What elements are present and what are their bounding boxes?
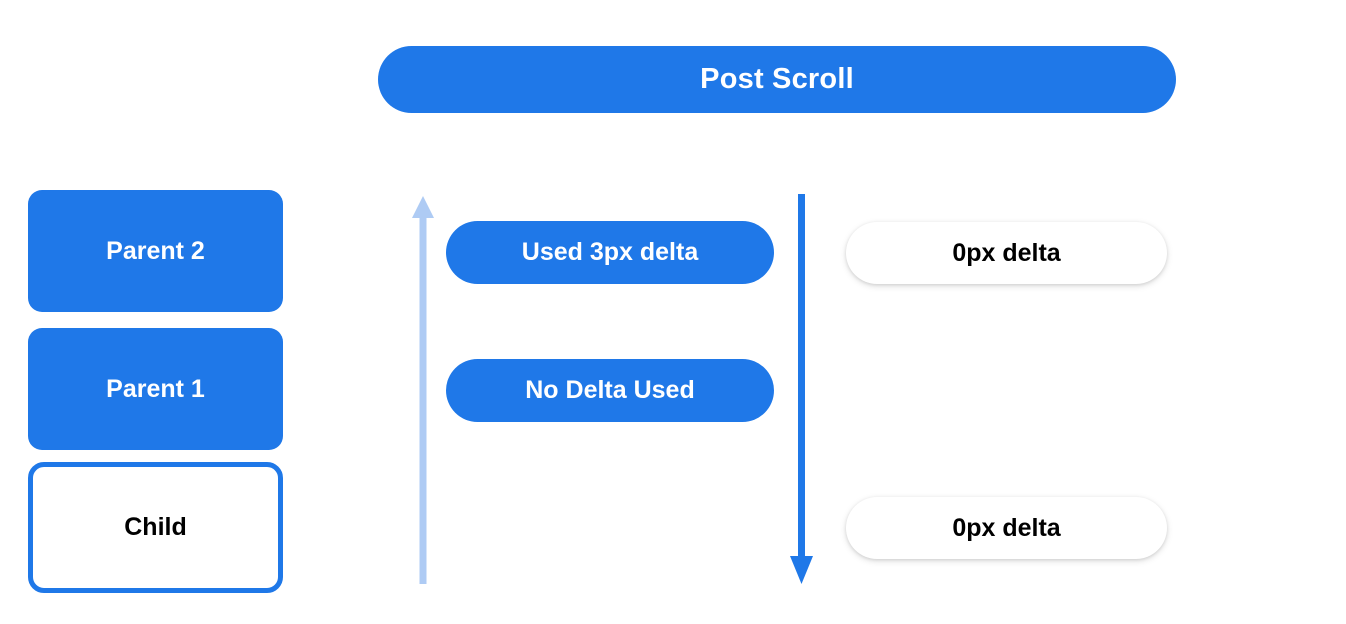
pill-no-delta-used-label: No Delta Used xyxy=(525,376,695,404)
pill-0px-delta-bottom-label: 0px delta xyxy=(952,513,1061,542)
banner-title: Post Scroll xyxy=(700,63,854,95)
box-parent-2: Parent 2 xyxy=(28,190,283,312)
box-parent-1: Parent 1 xyxy=(28,328,283,450)
pill-no-delta-used: No Delta Used xyxy=(446,359,774,422)
box-child-label: Child xyxy=(124,513,187,541)
pill-used-3px-delta: Used 3px delta xyxy=(446,221,774,284)
pill-0px-delta-top-label: 0px delta xyxy=(952,238,1061,267)
box-parent-2-label: Parent 2 xyxy=(106,236,205,265)
box-parent-1-label: Parent 1 xyxy=(106,374,205,403)
post-scroll-banner: Post Scroll xyxy=(378,46,1176,113)
pill-0px-delta-bottom: 0px delta xyxy=(846,497,1167,559)
box-child: Child xyxy=(28,462,283,593)
up-arrow-icon xyxy=(412,196,434,584)
pill-0px-delta-top: 0px delta xyxy=(846,222,1167,284)
pill-used-3px-delta-label: Used 3px delta xyxy=(521,238,699,266)
down-arrow-icon xyxy=(790,194,813,584)
